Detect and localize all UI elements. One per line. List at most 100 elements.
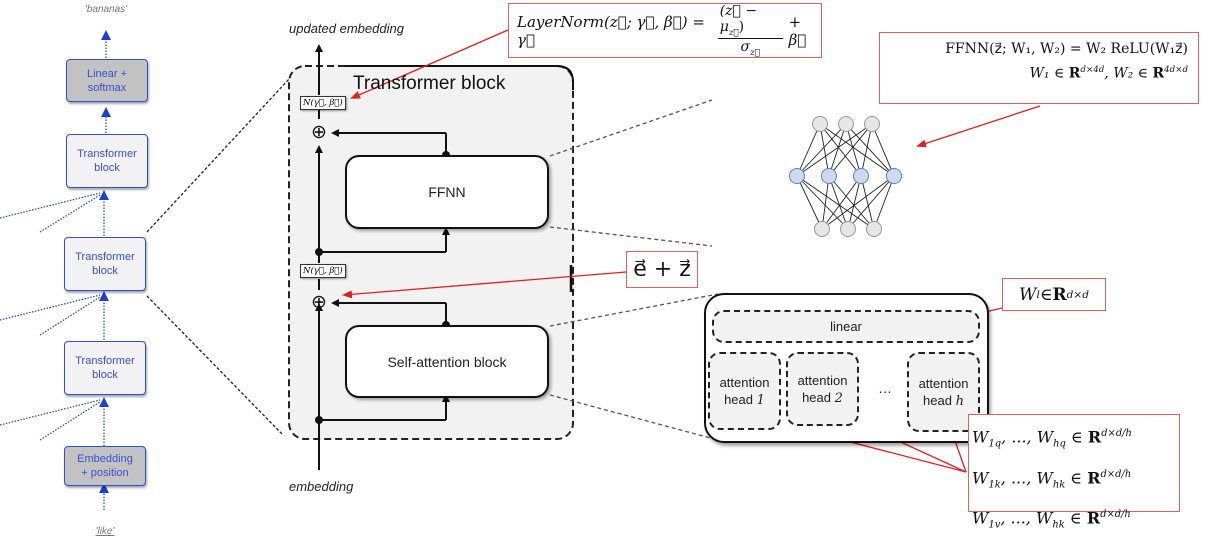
detail-zoom-lines	[549, 99, 719, 441]
nn-connection	[828, 175, 875, 230]
ffnn-formula-line1: FFNN(z⃗; W₁, W₂) = W₂ ReLU(W₁z⃗)	[945, 41, 1188, 57]
wl-sup: d×d	[1066, 288, 1089, 301]
ffnn-r1: R	[1068, 65, 1081, 82]
embedding-label: embedding	[289, 479, 354, 494]
ffnn-label: FFNN	[428, 184, 466, 200]
nn-output-neuron	[864, 116, 880, 132]
nn-hidden-neuron	[821, 168, 837, 184]
attention-head-index: 1	[756, 392, 765, 408]
wl-in: ∈	[1039, 284, 1053, 305]
nn-hidden-neuron	[789, 168, 805, 184]
linear-label: linear	[830, 319, 862, 334]
nn-output-neuron	[838, 116, 854, 132]
nn-connection	[796, 123, 873, 177]
residual-formula: e⃗ + z⃗	[626, 251, 698, 288]
residual-add-icon-top: ⊕	[311, 122, 327, 143]
nn-connection	[845, 123, 862, 177]
nn-output-neuron	[812, 116, 828, 132]
input-token: 'like'	[95, 526, 115, 537]
updated-embedding-label: updated embedding	[289, 21, 404, 36]
layernorm-numerator-sub: z⃗	[728, 28, 739, 38]
ffnn-sup2: 4d×d	[1164, 65, 1188, 75]
nn-connection	[845, 123, 895, 177]
layernorm-node-bottom[interactable]: N(γ⃗, β⃗)	[300, 264, 346, 278]
stack-linear-softmax[interactable]: Linear +softmax	[66, 59, 148, 102]
ffnn-sup1: d×4d	[1080, 65, 1105, 75]
layernorm-denominator-sub: z⃗	[750, 47, 760, 58]
nn-connection	[819, 123, 862, 177]
nn-hidden-neuron	[853, 168, 869, 184]
nn-connection	[847, 175, 895, 230]
layernorm-node-top[interactable]: N(γ⃗, β⃗)	[300, 96, 346, 110]
stack-embedding-position[interactable]: Embedding+ position	[64, 446, 146, 486]
nn-input-neuron	[840, 221, 856, 237]
stack-transformer-block-1[interactable]: Transformer block	[64, 341, 146, 395]
stack-transformer-block-2[interactable]: Transformer block	[64, 237, 146, 291]
stack-box-line2: softmax	[87, 81, 127, 94]
layernorm-rhs: + β⃗	[788, 12, 807, 49]
head-weight-row-k: W1k, ..., Whk ∈ Rd×d/h	[972, 467, 1132, 491]
stack-transformer-block-3[interactable]: Transformer block	[66, 134, 148, 188]
ffnn-formula: FFNN(z⃗; W₁, W₂) = W₂ ReLU(W₁z⃗) W₁ ∈ Rd…	[879, 32, 1199, 104]
attention-head-label: attention	[918, 375, 969, 391]
layernorm-lhs: LayerNorm(z⃗; γ⃗, β⃗) = γ⃗	[517, 12, 705, 49]
nn-input-neuron	[814, 221, 830, 237]
nn-connection	[847, 175, 862, 230]
stack-box-line1: Linear +	[86, 67, 128, 80]
layernorm-numerator-end: )	[738, 19, 745, 36]
head-weight-row-q: W1q, ..., Whq ∈ Rd×d/h	[972, 427, 1132, 450]
nn-connection	[828, 123, 873, 177]
nn-connection	[796, 123, 821, 177]
layernorm-formula: LayerNorm(z⃗; γ⃗, β⃗) = γ⃗ (z⃗ − μz⃗) σz…	[508, 3, 822, 58]
ffnn-w1: W₁ ∈	[1029, 65, 1069, 82]
stack-box-line1: Transformer	[75, 355, 135, 367]
nn-connection	[821, 175, 830, 230]
nn-connection	[860, 123, 873, 177]
stack-box-line1: Transformer	[77, 148, 137, 160]
nn-connection	[873, 175, 895, 230]
nn-connection	[828, 175, 849, 230]
stack-box-line2: block	[92, 369, 118, 381]
nn-connection	[821, 175, 862, 230]
residual-add-icon-bottom: ⊕	[311, 292, 327, 313]
ffnn-formula-line2: W₁ ∈ Rd×4d, W₂ ∈ R4d×d	[880, 65, 1189, 82]
attention-head-label: attention	[797, 372, 848, 388]
stack-box-line2: block	[94, 162, 120, 174]
nn-connection	[871, 123, 895, 177]
stack-connectors	[0, 30, 111, 510]
heads-ellipsis: …	[878, 380, 892, 396]
stack-box-line2: block	[92, 265, 118, 277]
linear-layer-box[interactable]: linear	[712, 310, 980, 343]
nn-connection	[828, 123, 847, 177]
nn-hidden-neuron	[886, 168, 902, 184]
attention-head-index: 2	[834, 390, 843, 406]
attention-head-index: h	[955, 393, 964, 409]
head-weight-row-v: W1v, ..., Whk ∈ Rd×d/h	[972, 508, 1131, 531]
layernorm-denominator: σ	[740, 39, 751, 55]
neural-network-illustration	[789, 116, 902, 237]
wl-r: R	[1052, 284, 1067, 305]
self-attention-label: Self-attention block	[387, 353, 507, 370]
wl-sub: l	[1036, 288, 1040, 301]
nn-connection	[819, 123, 830, 177]
self-attention-block[interactable]: Self-attention block	[345, 325, 549, 398]
nn-connection	[796, 123, 847, 177]
nn-connection	[860, 175, 875, 230]
ffnn-w2: , W₂ ∈	[1104, 65, 1153, 82]
zoom-lines	[146, 77, 291, 435]
stack-box-line1: Transformer	[75, 251, 135, 263]
stack-box-line1: Embedding	[77, 453, 133, 465]
layernorm-numerator: (z⃗ − μ	[719, 3, 758, 36]
transformer-block-title: Transformer block	[353, 73, 506, 94]
nn-connection	[796, 175, 849, 230]
attention-head-prefix: head	[923, 392, 956, 408]
ffnn-block[interactable]: FFNN	[345, 155, 549, 229]
head-weights-formula: W1q, ..., Whq ∈ Rd×d/h W1k, ..., Whk ∈ R…	[968, 414, 1180, 531]
residual-paths	[315, 44, 450, 470]
attention-head-prefix: head	[724, 391, 757, 407]
ffnn-r2: R	[1152, 65, 1165, 82]
